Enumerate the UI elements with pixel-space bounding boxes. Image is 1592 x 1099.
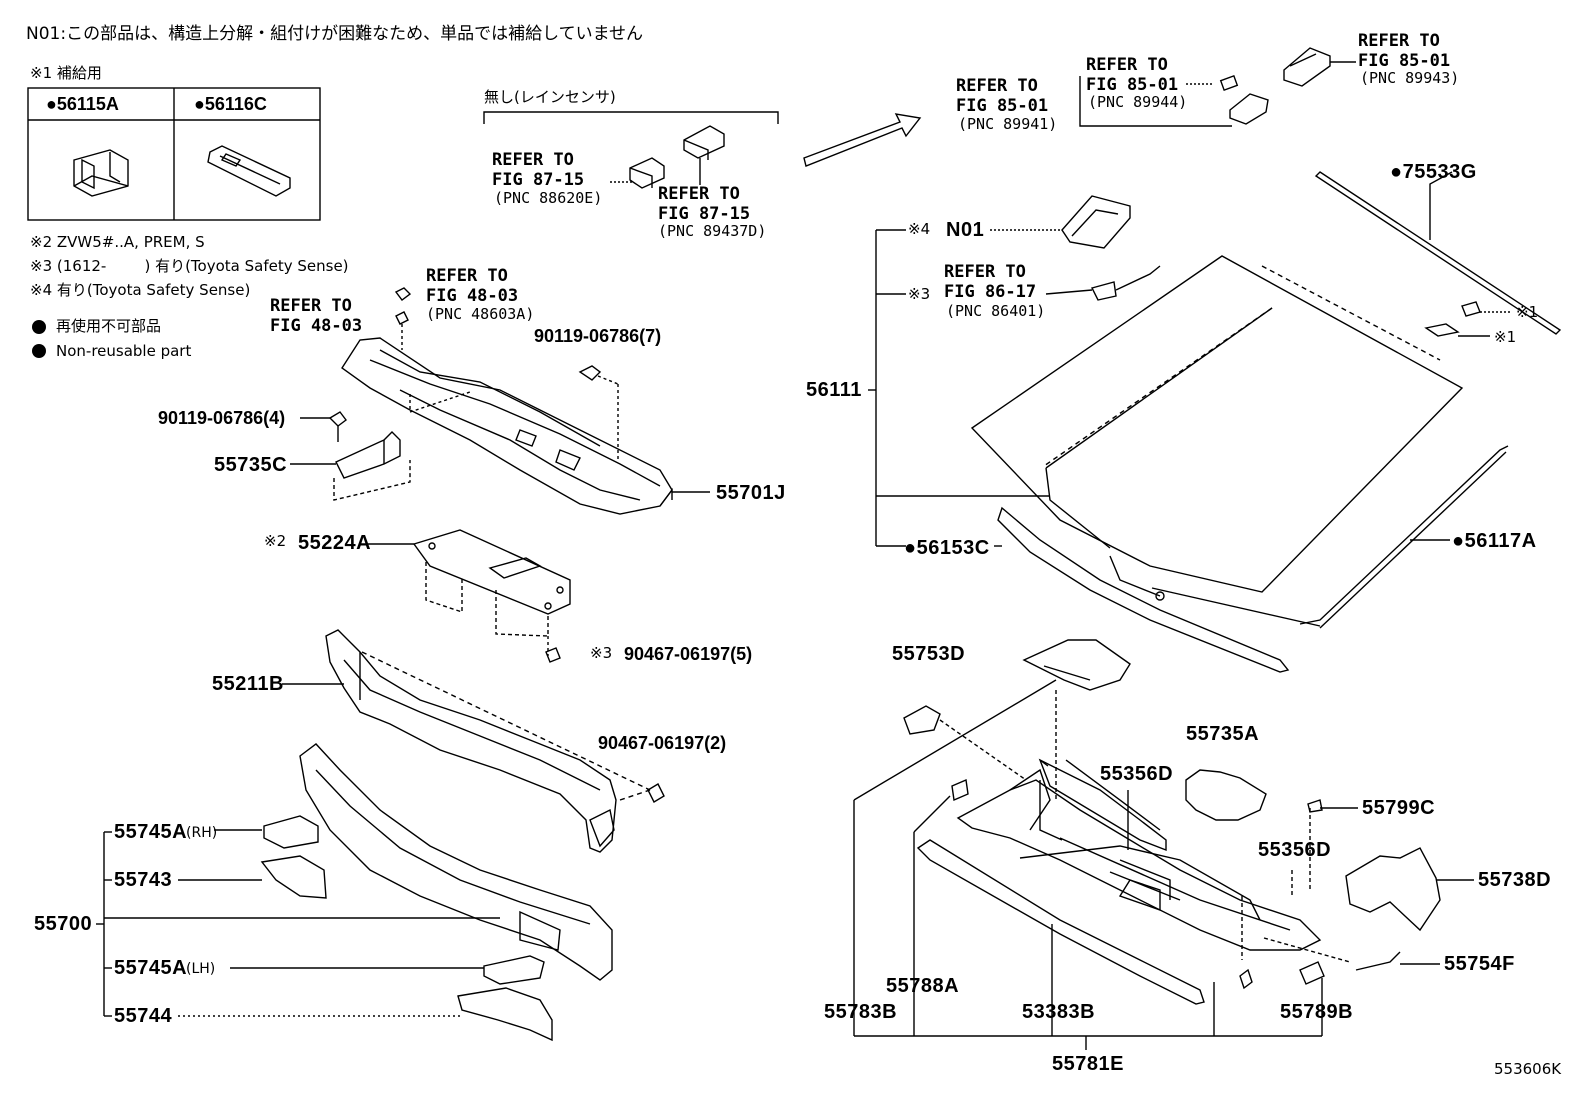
- part-label: 55744: [114, 1005, 173, 1027]
- ref-fig: FIG 87-15: [658, 204, 751, 224]
- part-label: 55738D: [1478, 869, 1552, 891]
- ref-pnc: (PNC 86401): [946, 302, 1046, 320]
- condition-mark: ※1: [1494, 328, 1517, 346]
- sensor-cover-parts: [1079, 47, 1356, 127]
- part-label: 90467-06197(5): [624, 644, 753, 664]
- cowl-louver-55781E: [853, 639, 1474, 1050]
- part-label: 55799C: [1362, 797, 1436, 819]
- part-label: 90467-06197(2): [598, 733, 727, 753]
- part-label: 55789B: [1280, 1001, 1354, 1023]
- bracket-55735C: [290, 431, 411, 501]
- ref-pnc: (PNC 89941): [958, 115, 1058, 133]
- direction-arrow-icon: [803, 113, 922, 167]
- part-label: 55754F: [1444, 953, 1515, 975]
- part-label: ●56153C: [904, 537, 990, 559]
- side-lh: (LH): [186, 961, 216, 977]
- part-label: 55700: [34, 913, 93, 935]
- part-label: 55224A: [298, 532, 372, 554]
- part-label: 55783B: [824, 1001, 898, 1023]
- part-label: ●56117A: [1452, 530, 1537, 552]
- ref-pnc: (PNC 89437D): [658, 222, 767, 240]
- part-label: 55735A: [1186, 723, 1260, 745]
- ref-fig: FIG 48-03: [270, 316, 363, 336]
- reinforcement-55211B: [282, 629, 665, 853]
- rain-sensor-label: 無し(レインセンサ): [484, 88, 616, 106]
- legend-en: Non-reusable part: [56, 342, 192, 360]
- part-label: 55753D: [892, 643, 966, 665]
- part-label: N01: [946, 219, 985, 241]
- ref-refer: REFER TO: [426, 266, 508, 286]
- part-label: 55745A: [114, 821, 188, 843]
- ref-fig: FIG 85-01: [1086, 75, 1179, 95]
- ref-refer: REFER TO: [270, 296, 352, 316]
- part-label: 53383B: [1022, 1001, 1096, 1023]
- part-56115A: ●56115A: [46, 94, 119, 114]
- legend-jp: 再使用不可部品: [56, 317, 162, 335]
- bullet-icon: [32, 344, 46, 358]
- condition-mark: ※3: [590, 644, 613, 662]
- part-label: 90119-06786(4): [158, 408, 286, 428]
- ref-refer: REFER TO: [944, 262, 1026, 282]
- note-n01: N01:この部品は、構造上分解・組付けが困難なため、単品では補給していません: [26, 24, 644, 44]
- windshield-glass-56111: [868, 171, 1562, 673]
- part-56116C: ●56116C: [194, 94, 267, 114]
- part-label: 55743: [114, 869, 173, 891]
- ref-fig: FIG 85-01: [1358, 51, 1451, 71]
- condition-mark: ※3: [908, 285, 931, 303]
- ref-refer: REFER TO: [492, 150, 574, 170]
- pad-56116C-icon: [207, 145, 291, 197]
- ref-fig: FIG 85-01: [956, 96, 1049, 116]
- ref-fig: FIG 87-15: [492, 170, 585, 190]
- part-label: 55781E: [1052, 1053, 1124, 1075]
- part-label: 55356D: [1100, 763, 1174, 785]
- part-label: 56111: [806, 379, 862, 401]
- ref-refer: REFER TO: [1358, 31, 1440, 51]
- part-label: 55356D: [1258, 839, 1332, 861]
- part-label: 55701J: [716, 482, 786, 504]
- dash-panel-55700: [96, 743, 613, 1042]
- rain-sensor-bracket: [483, 111, 779, 189]
- condition-mark: ※1: [1516, 303, 1539, 321]
- ref-fig: FIG 48-03: [426, 286, 519, 306]
- condition-3: ※3 (1612- ) 有り(Toyota Safety Sense): [30, 257, 349, 275]
- cover-55224A: [368, 529, 571, 663]
- bolts: [300, 287, 619, 460]
- bullet-icon: [32, 320, 46, 334]
- condition-4: ※4 有り(Toyota Safety Sense): [30, 281, 251, 299]
- ref-refer: REFER TO: [1086, 55, 1168, 75]
- supply-table: [27, 87, 321, 221]
- part-label: 55788A: [886, 975, 960, 997]
- condition-mark: ※2: [264, 532, 287, 550]
- part-label: 55745A: [114, 957, 188, 979]
- condition-2: ※2 ZVW5#..A, PREM, S: [30, 233, 205, 251]
- cowl-panel-55701J: [341, 337, 710, 515]
- supply-title: ※1 補給用: [30, 64, 102, 82]
- ref-pnc: (PNC 88620E): [494, 189, 603, 207]
- part-label: 55735C: [214, 454, 288, 476]
- ref-pnc: (PNC 89944): [1088, 93, 1188, 111]
- clip-56115A-icon: [73, 149, 129, 197]
- ref-refer: REFER TO: [658, 184, 740, 204]
- ref-pnc: (PNC 48603A): [426, 305, 535, 323]
- ref-pnc: (PNC 89943): [1360, 69, 1460, 87]
- condition-mark: ※4: [908, 220, 931, 238]
- part-label: 55211B: [212, 673, 284, 695]
- ref-fig: FIG 86-17: [944, 282, 1037, 302]
- part-label: 90119-06786(7): [534, 326, 662, 346]
- side-rh: (RH): [186, 825, 218, 841]
- part-label: ●75533G: [1390, 161, 1477, 183]
- figure-code: 553606K: [1494, 1060, 1562, 1078]
- ref-refer: REFER TO: [956, 76, 1038, 96]
